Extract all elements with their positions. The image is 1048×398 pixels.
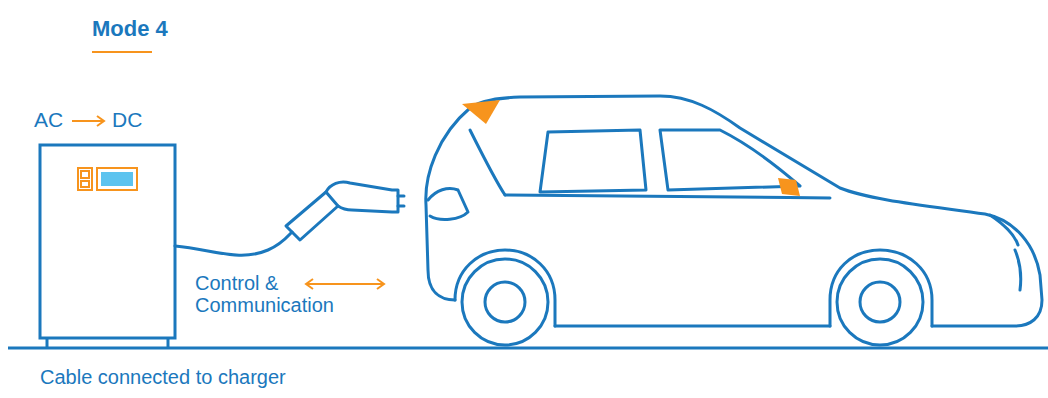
diagram-title: Mode 4 bbox=[92, 16, 168, 42]
input-label: AC bbox=[34, 108, 63, 132]
conversion-arrow bbox=[72, 116, 104, 126]
charging-cable bbox=[175, 182, 404, 255]
rear-spoiler bbox=[462, 100, 500, 124]
communication-label: Control & Communication bbox=[195, 272, 345, 316]
charger-buttons bbox=[78, 168, 92, 190]
side-mirror bbox=[778, 178, 800, 196]
title-underline bbox=[92, 51, 152, 53]
electric-car bbox=[426, 96, 1042, 345]
communication-arrow bbox=[306, 279, 384, 289]
charger-screen bbox=[97, 168, 137, 190]
ground-line bbox=[8, 347, 1048, 350]
charger-station bbox=[40, 145, 175, 348]
output-label: DC bbox=[112, 108, 142, 132]
diagram-caption: Cable connected to charger bbox=[40, 366, 286, 389]
